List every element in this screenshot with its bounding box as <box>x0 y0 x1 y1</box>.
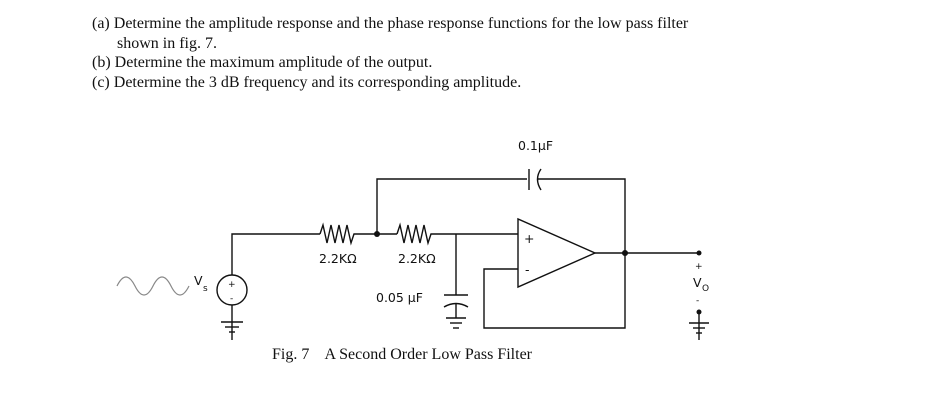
output-plus: + <box>695 262 703 272</box>
wire-feedback-top <box>376 178 527 234</box>
output-subscript: O <box>702 284 709 294</box>
output-label: V <box>693 275 702 290</box>
source-label: V <box>194 273 203 288</box>
wire-negative-feedback <box>483 253 626 329</box>
question-a-line1: (a) Determine the amplitude response and… <box>92 15 689 32</box>
question-c: (c) Determine the 3 dB frequency and its… <box>92 73 522 91</box>
question-a-line2: shown in fig. 7. <box>117 34 217 52</box>
source-plus: + <box>228 280 236 290</box>
source-minus: - <box>230 294 233 304</box>
wire-source-r1 <box>231 233 320 275</box>
wire-feedback-right <box>537 178 626 253</box>
figure-caption: Fig. 7 A Second Order Low Pass Filter <box>272 346 533 363</box>
capacitor-feedback-value: 0.1μF <box>518 138 553 153</box>
resistor-r2-value: 2.2KΩ <box>398 251 436 266</box>
resistor-r1 <box>319 222 375 246</box>
opamp-noninverting-sign: + <box>524 231 534 246</box>
source-subscript: s <box>203 284 208 294</box>
sine-wave-icon <box>116 276 190 296</box>
question-b: (b) Determine the maximum amplitude of t… <box>92 54 433 71</box>
capacitor-ground-value: 0.05 μF <box>376 290 423 305</box>
ground-icon-capacitor <box>446 317 466 329</box>
ground-icon-source <box>221 321 243 340</box>
output-terminal-top <box>696 250 702 256</box>
output-minus: - <box>696 296 699 306</box>
resistor-r1-value: 2.2KΩ <box>319 251 357 266</box>
problem-statement: (a) Determine the amplitude response and… <box>92 14 912 92</box>
opamp-symbol <box>517 217 597 289</box>
resistor-r2 <box>396 222 518 246</box>
ground-icon-output <box>689 322 709 340</box>
opamp-inverting-sign: - <box>525 262 530 277</box>
